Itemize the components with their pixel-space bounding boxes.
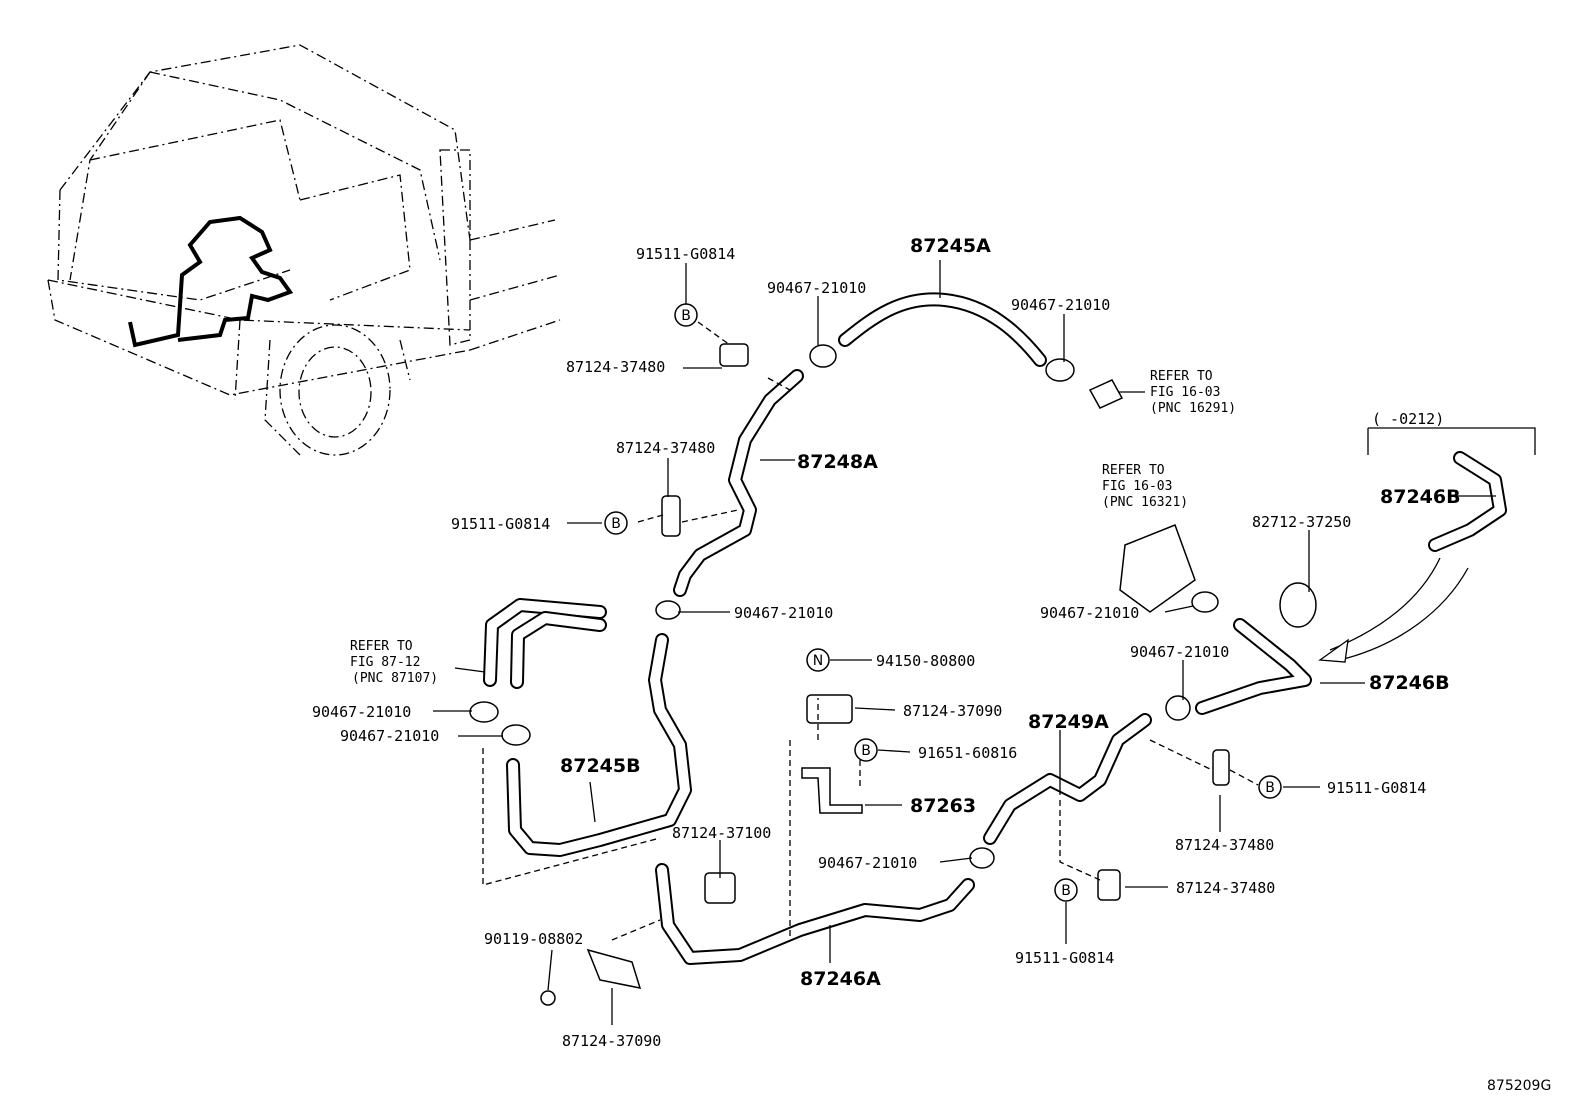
badge-b-icon: [674, 303, 698, 327]
bracket-clip-icon: [661, 495, 681, 537]
label-87245b: 87245B: [560, 755, 641, 777]
label-87124-37090-bottom: 87124-37090: [562, 1032, 661, 1050]
bracket-icon: [806, 694, 853, 724]
label-90467-top-left: 90467-21010: [767, 279, 866, 297]
part-labels: 91511-G0814 87124-37480 90467-21010 8724…: [312, 235, 1551, 1094]
truck-illustration: [47, 44, 561, 456]
label-90467-right: 90467-21010: [1130, 643, 1229, 661]
label-90467-left-1: 90467-21010: [312, 703, 411, 721]
label-90467-thermo: 90467-21010: [1040, 604, 1139, 622]
clamp-icon: [1165, 695, 1191, 721]
label-91651-60816: 91651-60816: [918, 744, 1017, 762]
label-87124-37480-right-1: 87124-37480: [1175, 836, 1274, 854]
clamp-icon: [1045, 358, 1075, 382]
bracket-icon: [586, 948, 642, 989]
label-90467-top-right: 90467-21010: [1011, 296, 1110, 314]
small-parts: [469, 343, 1317, 1006]
leader-lines: [433, 260, 1536, 1025]
dashed-leaders: [482, 321, 1259, 941]
sensor-fitting-icon: [1088, 379, 1124, 409]
label-91511-mid: 91511-G0814: [451, 515, 550, 533]
label-87124-37090-top: 87124-37090: [903, 702, 1002, 720]
clamp-icon: [1191, 591, 1219, 613]
ref-fig-16-03-a-line1: REFER TO: [1150, 369, 1213, 384]
bracket-clip-icon: [719, 343, 749, 367]
hose-clamp-icon: [1279, 582, 1317, 628]
ref-fig-16-03-b-line2: FIG 16-03: [1102, 479, 1172, 494]
diagram-code: 875209G: [1487, 1078, 1551, 1094]
label-87124-37480-top: 87124-37480: [566, 358, 665, 376]
label-90467-left-2: 90467-21010: [340, 727, 439, 745]
label-87246b-right: 87246B: [1369, 672, 1450, 694]
clamp-icon: [469, 701, 499, 723]
ref-fig-16-03-b-line3: (PNC 16321): [1102, 495, 1188, 510]
badge-b-icon: [604, 511, 628, 535]
bracket-87263-icon: [801, 767, 863, 814]
hoses: [483, 292, 1507, 965]
label-87246a: 87246A: [800, 968, 881, 990]
badges: B B N B B B: [604, 303, 1282, 902]
clamp-icon: [655, 600, 681, 620]
badge-b-icon: [1054, 878, 1078, 902]
label-82712-37250: 82712-37250: [1252, 513, 1351, 531]
label-94150-80800: 94150-80800: [876, 652, 975, 670]
label-91511-top: 91511-G0814: [636, 245, 735, 263]
bracket-clip-icon: [1212, 749, 1230, 786]
bracket-clip-icon: [1097, 869, 1121, 901]
label-87124-37480-right-2: 87124-37480: [1176, 879, 1275, 897]
ref-fig-16-03-b-line1: REFER TO: [1102, 463, 1165, 478]
badge-b-label: B: [1265, 780, 1275, 796]
bolt-icon: [540, 990, 556, 1006]
label-87249a: 87249A: [1028, 711, 1109, 733]
label-range: ( -0212): [1372, 410, 1444, 428]
badge-b-icon: [1258, 775, 1282, 799]
badge-n-label: N: [813, 653, 823, 669]
label-87248a: 87248A: [797, 451, 878, 473]
badge-b-icon: [854, 738, 878, 762]
badge-n-icon: [806, 648, 830, 672]
ref-fig-87-12-line3: (PNC 87107): [352, 671, 438, 686]
ref-fig-87-12-line2: FIG 87-12: [350, 655, 420, 670]
badge-b-label: B: [861, 743, 871, 759]
water-outlet-icon: [1119, 524, 1196, 613]
label-90119-08802: 90119-08802: [484, 930, 583, 948]
label-87245a: 87245A: [910, 235, 991, 257]
badge-b-label: B: [611, 516, 621, 532]
label-87124-37480-mid: 87124-37480: [616, 439, 715, 457]
ref-fig-87-12-line1: REFER TO: [350, 639, 413, 654]
badge-b-label: B: [1061, 883, 1071, 899]
hose-location-highlight: [128, 215, 294, 348]
label-87263: 87263: [910, 795, 976, 817]
ref-fig-16-03-a-line2: FIG 16-03: [1150, 385, 1220, 400]
label-90467-lower: 90467-21010: [818, 854, 917, 872]
clamp-icon: [969, 847, 995, 869]
clamp-icon: [501, 724, 531, 746]
clamp-icon: [809, 344, 837, 368]
ref-fig-16-03-a-line3: (PNC 16291): [1150, 401, 1236, 416]
label-90467-upper-hose: 90467-21010: [734, 604, 833, 622]
label-91511-right: 91511-G0814: [1327, 779, 1426, 797]
label-87246b-top: 87246B: [1380, 486, 1461, 508]
label-87124-37100: 87124-37100: [672, 824, 771, 842]
badge-b-label: B: [681, 308, 691, 324]
label-91511-bottom: 91511-G0814: [1015, 949, 1114, 967]
